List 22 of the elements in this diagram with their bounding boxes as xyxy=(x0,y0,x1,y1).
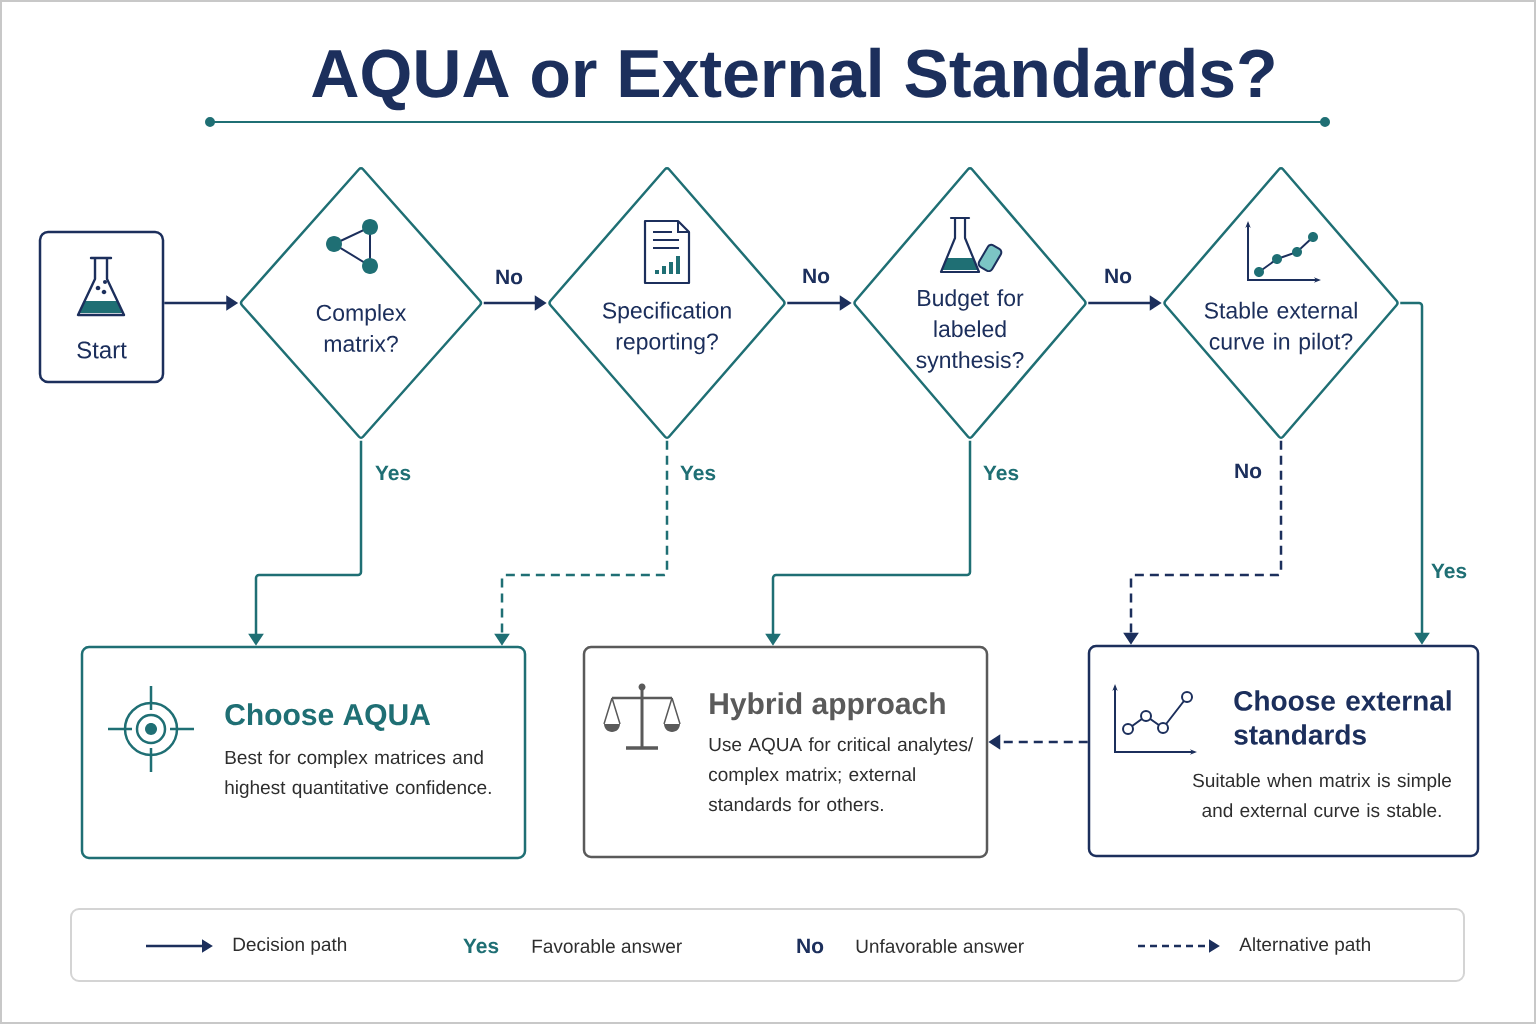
edge-label: Yes xyxy=(980,463,1022,483)
result-heading: Choose external standards xyxy=(1234,690,1451,745)
edge-label: No xyxy=(1102,266,1134,286)
start-box: Start xyxy=(38,230,165,384)
title: AQUA or External Standards? xyxy=(312,47,1274,111)
legend-key: Yes xyxy=(463,938,499,954)
edge-label: No xyxy=(493,267,525,287)
legend-label: Favorable answer xyxy=(532,939,682,953)
edge-label: No xyxy=(1232,461,1264,481)
result-description: Use AQUA for critical analytes/ complex matrix; external standards for others. xyxy=(708,737,974,812)
result-heading: Hybrid approach xyxy=(710,692,945,721)
edge-label: Yes xyxy=(1428,561,1470,581)
result-description: Best for complex matrices and highest quantitative confidence. xyxy=(225,750,491,798)
legend-label: Decision path xyxy=(233,937,347,955)
edge-label: Yes xyxy=(372,463,414,483)
edge-label: No xyxy=(800,266,832,286)
result-description: Suitable when matrix is simple and external curve is stable. xyxy=(1193,773,1451,818)
result-heading: Choose AQUA xyxy=(225,703,431,731)
edge-label: Yes xyxy=(677,463,719,483)
legend-label: Alternative path xyxy=(1239,937,1370,955)
legend-label: Unfavorable answer xyxy=(856,939,1024,953)
legend-key: No xyxy=(797,938,824,954)
